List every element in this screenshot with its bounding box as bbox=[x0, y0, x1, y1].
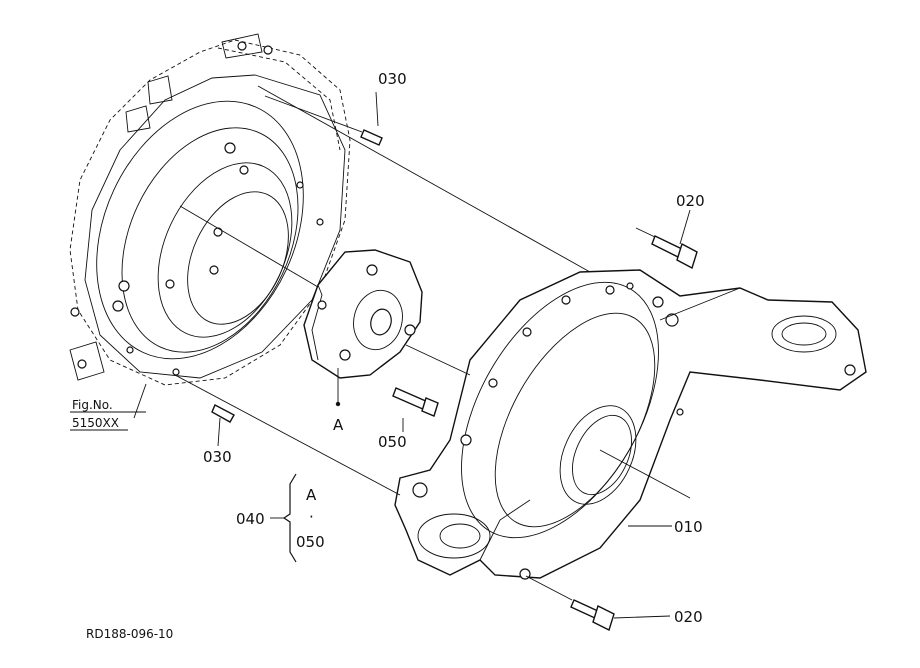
flexible-coupling bbox=[303, 249, 423, 379]
figref-line2: 5150XX bbox=[72, 416, 119, 430]
callout-030-bottom: 030 bbox=[203, 448, 232, 466]
bolt-020-top bbox=[651, 235, 698, 270]
callout-040: 040 bbox=[236, 510, 265, 528]
callout-030-top: 030 bbox=[378, 70, 407, 88]
pin-030-top bbox=[360, 129, 383, 146]
figure-reference[interactable]: Fig.No. 5150XX bbox=[70, 398, 146, 431]
pin-030-bottom bbox=[211, 404, 235, 423]
callout-set-050: 050 bbox=[296, 533, 325, 551]
ref-dot bbox=[335, 401, 341, 407]
callout-ref-a: A bbox=[333, 416, 344, 434]
callout-020-top: 020 bbox=[676, 192, 705, 210]
callout-050: 050 bbox=[378, 433, 407, 451]
drawing-code: RD188-096-10 bbox=[86, 627, 173, 641]
callout-010: 010 bbox=[674, 518, 703, 536]
callout-set-dot: · bbox=[309, 508, 314, 526]
bolt-050 bbox=[392, 387, 439, 417]
callout-020-bottom: 020 bbox=[674, 608, 703, 626]
figref-line1: Fig.No. bbox=[72, 398, 113, 412]
flywheel-housing bbox=[69, 33, 351, 386]
leader-lines bbox=[133, 85, 741, 619]
callout-set-a: A bbox=[306, 486, 317, 504]
housing-010 bbox=[394, 269, 867, 580]
callout-labels: 030 020 A 050 030 040 A · 050 010 020 bbox=[203, 70, 705, 626]
bolt-020-bottom bbox=[570, 599, 615, 631]
